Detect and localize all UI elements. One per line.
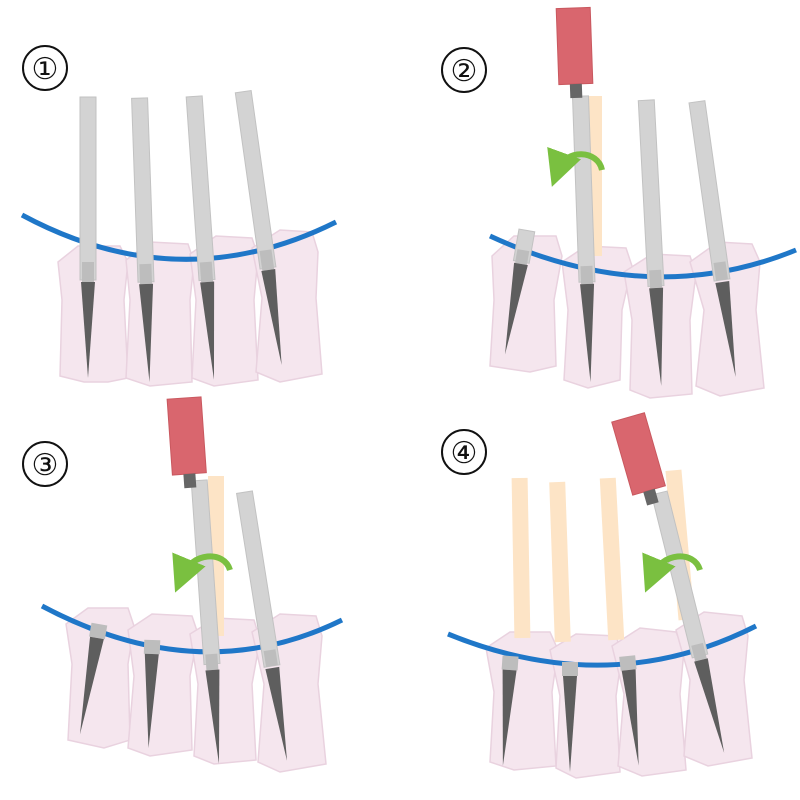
- vertebra: [127, 613, 199, 757]
- step-number-1: ①: [32, 52, 59, 87]
- pedicle-screw: [234, 90, 282, 366]
- pedicle-screw: [131, 97, 155, 382]
- pedicle-screw: [504, 228, 536, 355]
- pedicle-screw: [235, 490, 288, 761]
- screwdriver-2: [555, 6, 594, 99]
- screwdriver-4: [611, 412, 666, 506]
- pedicle-screw: [571, 95, 596, 382]
- pedicle-screw: [501, 655, 519, 766]
- spinal-rod: [488, 233, 797, 280]
- pedicle-screw: [562, 662, 578, 772]
- rotate-arrow-icon: [642, 552, 703, 593]
- screws-2: [504, 95, 736, 386]
- panel-4: ④: [441, 412, 758, 779]
- pedicle-screw: [637, 99, 665, 386]
- vertebra: [611, 627, 687, 777]
- step-label-1: ①: [22, 45, 68, 91]
- panel-3: ③: [22, 396, 344, 773]
- pedicle-screw: [143, 639, 161, 748]
- screws-3: [79, 479, 288, 764]
- rotate-arrow-icon: [172, 552, 233, 593]
- screws-1: [79, 90, 282, 382]
- pedicle-screw: [688, 100, 736, 378]
- pedicle-screw: [650, 490, 725, 754]
- step-label-4: ④: [441, 429, 487, 475]
- vertebra: [549, 633, 623, 779]
- step-number-4: ④: [451, 436, 478, 471]
- step-number-2: ②: [451, 54, 478, 89]
- step-label-2: ②: [441, 47, 487, 93]
- step-number-3: ③: [32, 448, 59, 483]
- spinal-rod: [447, 623, 758, 668]
- pedicle-screw: [190, 479, 221, 764]
- spinal-rod: [20, 212, 338, 262]
- pedicle-screw: [79, 622, 108, 735]
- ghost-screw: [599, 477, 625, 641]
- pedicle-screw: [79, 96, 97, 378]
- rotate-arrow-icon: [547, 146, 605, 187]
- ghost-screw: [511, 477, 531, 639]
- pedicle-screw: [185, 95, 216, 380]
- vertebrae-1: [57, 229, 323, 387]
- step-label-3: ③: [22, 441, 68, 487]
- vertebra: [189, 617, 261, 765]
- pedicle-screw: [619, 655, 639, 766]
- screwdriver-3: [166, 396, 207, 489]
- screws-4: [501, 490, 725, 772]
- vertebra: [125, 241, 195, 387]
- panel-1: ①: [20, 45, 338, 387]
- spinal-rod: [40, 603, 344, 655]
- ghost-screw: [549, 481, 571, 643]
- panel-2: ②: [441, 6, 797, 399]
